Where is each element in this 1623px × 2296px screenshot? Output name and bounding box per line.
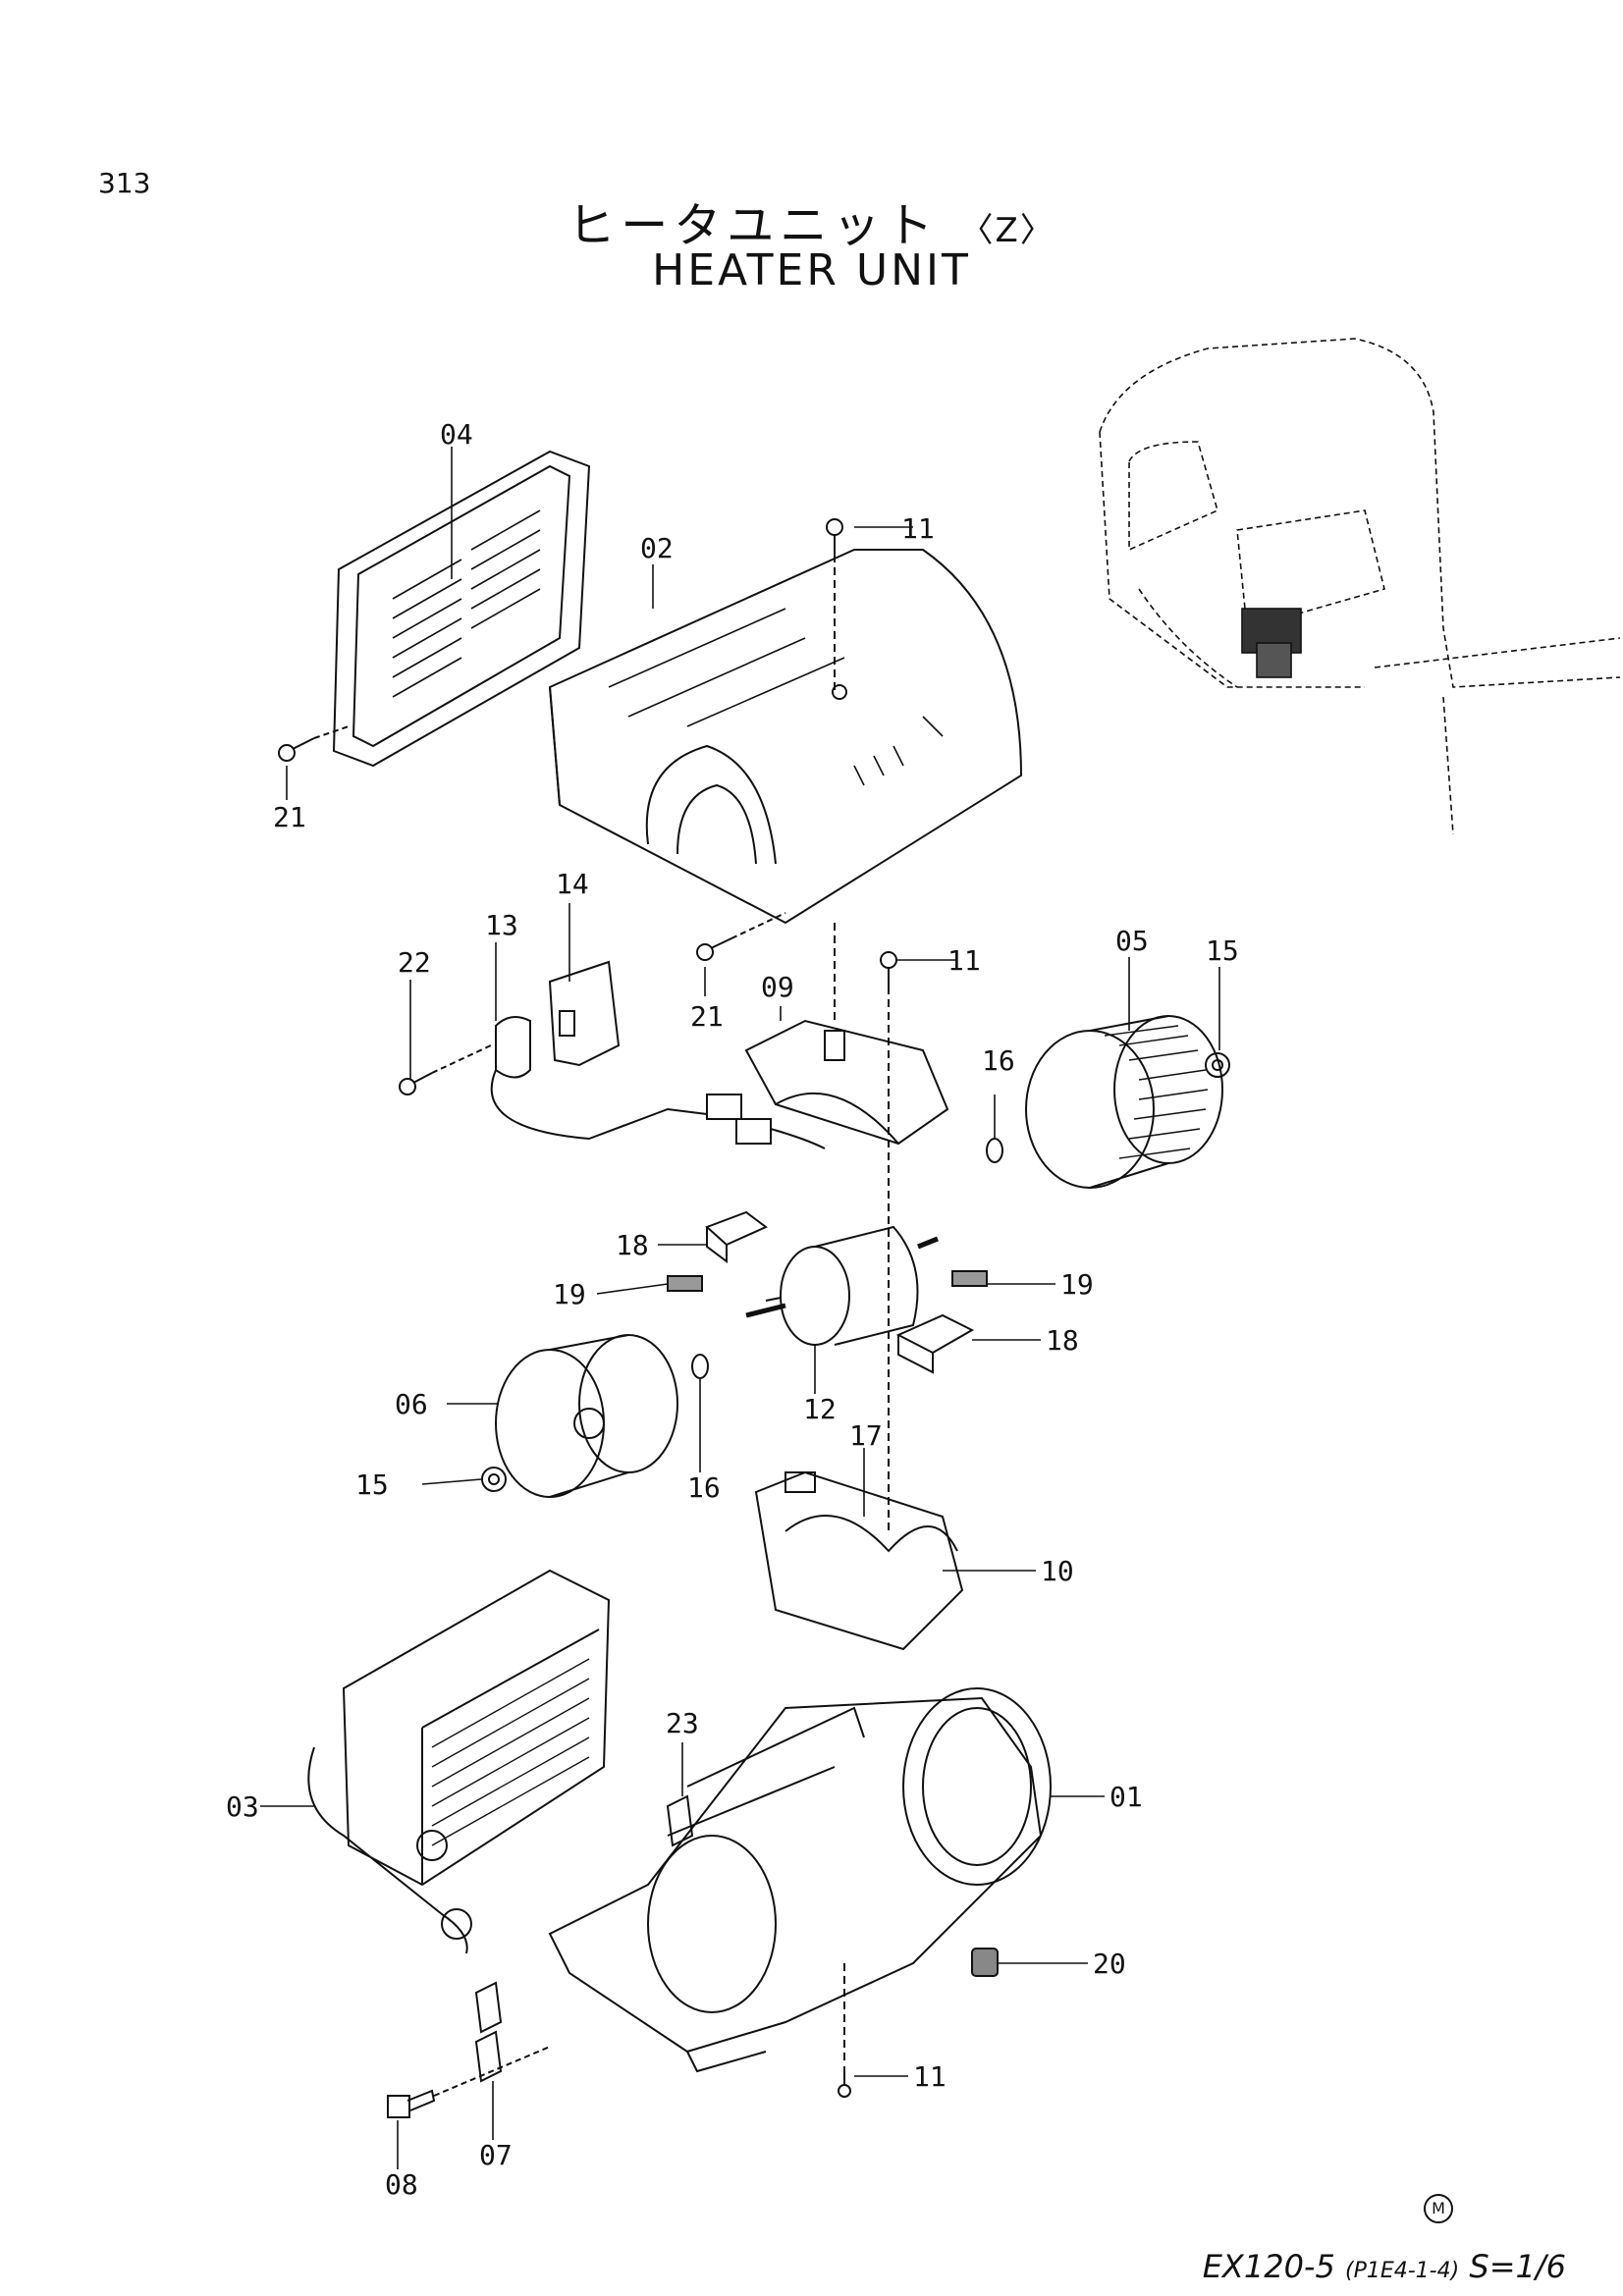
part-12-motor: [745, 1225, 939, 1346]
callout-04: 04: [440, 418, 473, 451]
callout-19-left: 19: [553, 1278, 586, 1310]
m-mark-symbol: M: [1424, 2194, 1453, 2223]
part-04-filter-cover: [332, 450, 591, 768]
screw-21-left: [278, 737, 315, 762]
callout-18-left: 18: [616, 1229, 649, 1261]
callout-21-left: 21: [273, 801, 306, 833]
cab-location-inset: [1099, 338, 1621, 835]
part-07-clamp: [474, 1981, 503, 2083]
callout-13: 13: [485, 909, 518, 941]
part-06-fan: [495, 1334, 678, 1498]
callout-07: 07: [479, 2139, 513, 2171]
part-23-bracket: [666, 1794, 694, 1847]
rubber-18-left: [705, 1210, 768, 1263]
cab-heater-highlight: [1241, 608, 1302, 678]
callout-11-top: 11: [901, 512, 935, 545]
title-japanese: ヒータユニット 〈Z〉: [0, 187, 1623, 255]
rubber-18-right: [895, 1313, 975, 1374]
callout-16-left: 16: [687, 1471, 721, 1504]
title-english: HEATER UNIT: [652, 245, 971, 295]
callout-14: 14: [556, 868, 589, 900]
nut-15-right: [1205, 1052, 1230, 1078]
callout-23: 23: [666, 1707, 699, 1739]
page-number: 313: [98, 167, 151, 199]
callout-11-mid: 11: [947, 944, 981, 977]
part-03-heater-core: [307, 1569, 611, 1954]
callout-09: 09: [761, 971, 794, 1003]
screw-21-mid: [696, 937, 732, 961]
callout-10: 10: [1041, 1555, 1074, 1587]
footer-code: (P1E4-1-4): [1345, 2259, 1460, 2283]
washer-16-left: [691, 1354, 709, 1379]
callout-22: 22: [398, 946, 431, 979]
part-10-motor-holder-lower: [754, 1470, 964, 1651]
screw-11-mid: [880, 951, 897, 987]
callout-16-right: 16: [982, 1044, 1015, 1077]
callout-15-left: 15: [355, 1468, 389, 1501]
nut-15-left: [481, 1467, 507, 1492]
callout-20: 20: [1093, 1948, 1126, 1980]
callout-12: 12: [803, 1393, 837, 1425]
part-05-fan: [1025, 1015, 1223, 1189]
part-13-resistor: [490, 1016, 708, 1141]
callout-labels: 04 02 11 21 14 13 22 21 11 09 05 15 16 1…: [226, 418, 1239, 2201]
callout-05: 05: [1115, 925, 1149, 957]
title-jp-text: ヒータユニット: [568, 198, 940, 253]
callout-08: 08: [385, 2168, 418, 2201]
connector-pair: [706, 1094, 826, 1149]
screw-11-bottom: [838, 2066, 851, 2098]
bolt-08: [387, 2089, 436, 2118]
callout-01: 01: [1109, 1781, 1143, 1813]
footer-reference: EX120-5 (P1E4-1-4) S=1/6: [1203, 2248, 1566, 2285]
footer-scale: S=1/6: [1469, 2248, 1566, 2285]
callout-11-bottom: 11: [913, 2060, 947, 2093]
callout-18-right: 18: [1046, 1324, 1079, 1357]
callout-21-mid: 21: [690, 1000, 724, 1033]
callout-03: 03: [226, 1790, 259, 1823]
title-variant: 〈Z〉: [959, 211, 1055, 250]
part-14-bracket: [548, 960, 621, 1067]
callout-19-right: 19: [1060, 1268, 1094, 1301]
rubber-19-right: [951, 1270, 988, 1287]
part-20-grommet: [971, 1948, 999, 1977]
leader-lines: [260, 447, 1220, 2169]
part-02-upper-case: [548, 549, 1023, 925]
callout-02: 02: [640, 532, 674, 564]
footer-model: EX120-5: [1202, 2248, 1335, 2285]
callout-06: 06: [395, 1388, 428, 1420]
part-09-motor-holder-upper: [744, 1019, 949, 1146]
callout-15-right: 15: [1206, 934, 1239, 967]
screw-22: [399, 1072, 433, 1095]
screw-11-top: [826, 518, 843, 555]
callout-17: 17: [849, 1419, 883, 1452]
part-01-lower-case: [548, 1687, 1052, 2073]
rubber-19-left: [667, 1275, 703, 1292]
washer-16-right: [986, 1138, 1003, 1163]
